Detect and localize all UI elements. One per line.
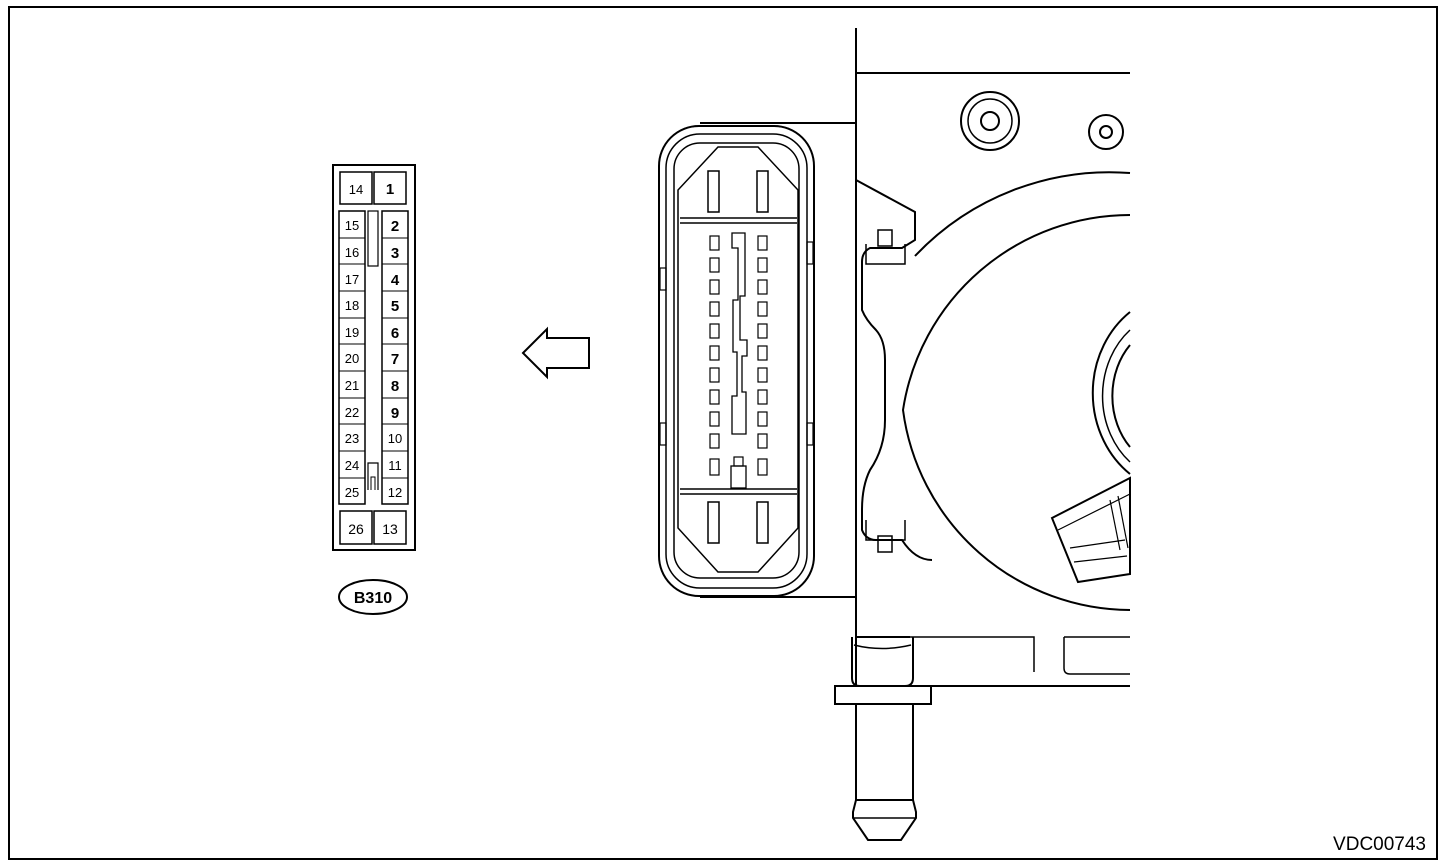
motor-connector	[1050, 476, 1131, 584]
motor-housing	[901, 214, 1131, 611]
right-pin-column	[381, 210, 409, 505]
pin-label: 3	[391, 245, 399, 262]
pin-label: 13	[382, 521, 398, 537]
pin-label: 6	[391, 325, 399, 342]
connector-face-view: 14 1	[332, 164, 416, 615]
pin-label: 25	[345, 485, 359, 500]
hydraulic-control-unit	[855, 28, 1131, 687]
pin-cell	[373, 510, 407, 545]
pin-label: 5	[391, 298, 399, 315]
bolt-hole	[1088, 114, 1124, 150]
connector-id-label: B310	[354, 590, 392, 607]
pipe-fitting	[834, 637, 932, 841]
pin-label: 4	[391, 272, 400, 289]
pin-label: 23	[345, 431, 359, 446]
arrow-left-icon	[521, 326, 590, 380]
pin-label: 19	[345, 325, 359, 340]
left-pin-column	[338, 210, 366, 505]
power-terminal	[707, 170, 720, 213]
pin-label: 16	[345, 245, 359, 260]
pin-label: 9	[391, 405, 399, 422]
pin-label: 2	[391, 218, 399, 235]
pin-label: 10	[388, 431, 402, 446]
key-slot	[731, 232, 748, 435]
pin-label: 12	[388, 485, 402, 500]
clip	[877, 229, 893, 247]
diagram-frame	[8, 6, 1438, 860]
connector-key	[367, 462, 379, 490]
pin-label: 21	[345, 378, 359, 393]
pin-cell	[339, 510, 373, 545]
pin-label: 24	[345, 458, 359, 473]
clip	[877, 535, 893, 553]
harness-connector	[658, 122, 856, 598]
pin-label: 8	[391, 378, 399, 395]
pin-label: 17	[345, 272, 359, 287]
signal-terminals	[709, 235, 768, 476]
pin-label: 1	[386, 181, 394, 198]
pin-cell	[373, 171, 407, 205]
pin-label: 20	[345, 351, 359, 366]
pin-label: 18	[345, 298, 359, 313]
pin-column-outline	[381, 210, 409, 505]
connector-shell	[658, 125, 815, 597]
connector-id-badge	[338, 579, 408, 615]
bolt-hole	[960, 91, 1020, 151]
pin-label: 7	[391, 351, 399, 368]
power-terminal	[756, 170, 769, 213]
pin-cell	[339, 171, 373, 205]
connector-housing	[332, 164, 416, 551]
pin-label: 15	[345, 218, 359, 233]
power-terminal	[707, 501, 720, 544]
pin-label: 14	[349, 182, 363, 197]
connector-key	[367, 210, 379, 267]
pin-label: 11	[388, 458, 402, 473]
pin-column-outline	[338, 210, 366, 505]
pin-label: 22	[345, 405, 359, 420]
power-terminal	[756, 501, 769, 544]
diagram-id-label: VDC00743	[1333, 834, 1426, 855]
pin-label: 26	[348, 521, 364, 537]
